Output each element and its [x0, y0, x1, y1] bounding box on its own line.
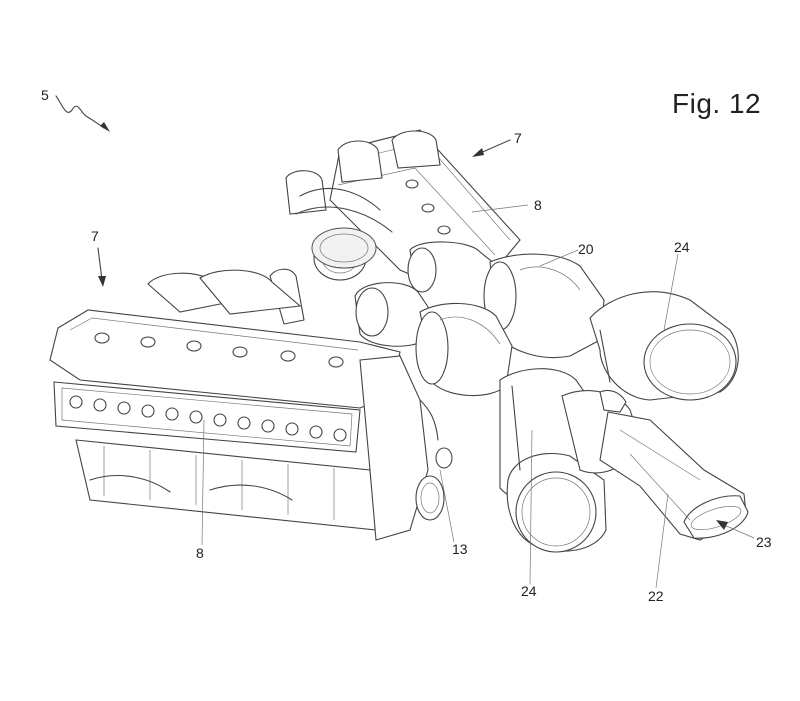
ref-label-24-bottom: 24 — [521, 584, 537, 598]
ref-label-5: 5 — [41, 88, 49, 102]
figure-title: Fig. 12 — [672, 88, 761, 120]
ref-label-22: 22 — [648, 589, 664, 603]
rear-muffler-24 — [590, 292, 738, 400]
ref-label-23: 23 — [756, 535, 772, 549]
ref-label-24-top: 24 — [674, 240, 690, 254]
ref-label-8-top: 8 — [534, 198, 542, 212]
leader-7-left — [98, 248, 106, 287]
ref-label-20: 20 — [578, 242, 594, 256]
ref-label-8-bottom: 8 — [196, 546, 204, 560]
leader-5 — [56, 96, 110, 132]
leader-7-top — [472, 140, 510, 157]
ref-label-7-top: 7 — [514, 131, 522, 145]
ref-label-13: 13 — [452, 542, 468, 556]
ref-label-7-left: 7 — [91, 229, 99, 243]
